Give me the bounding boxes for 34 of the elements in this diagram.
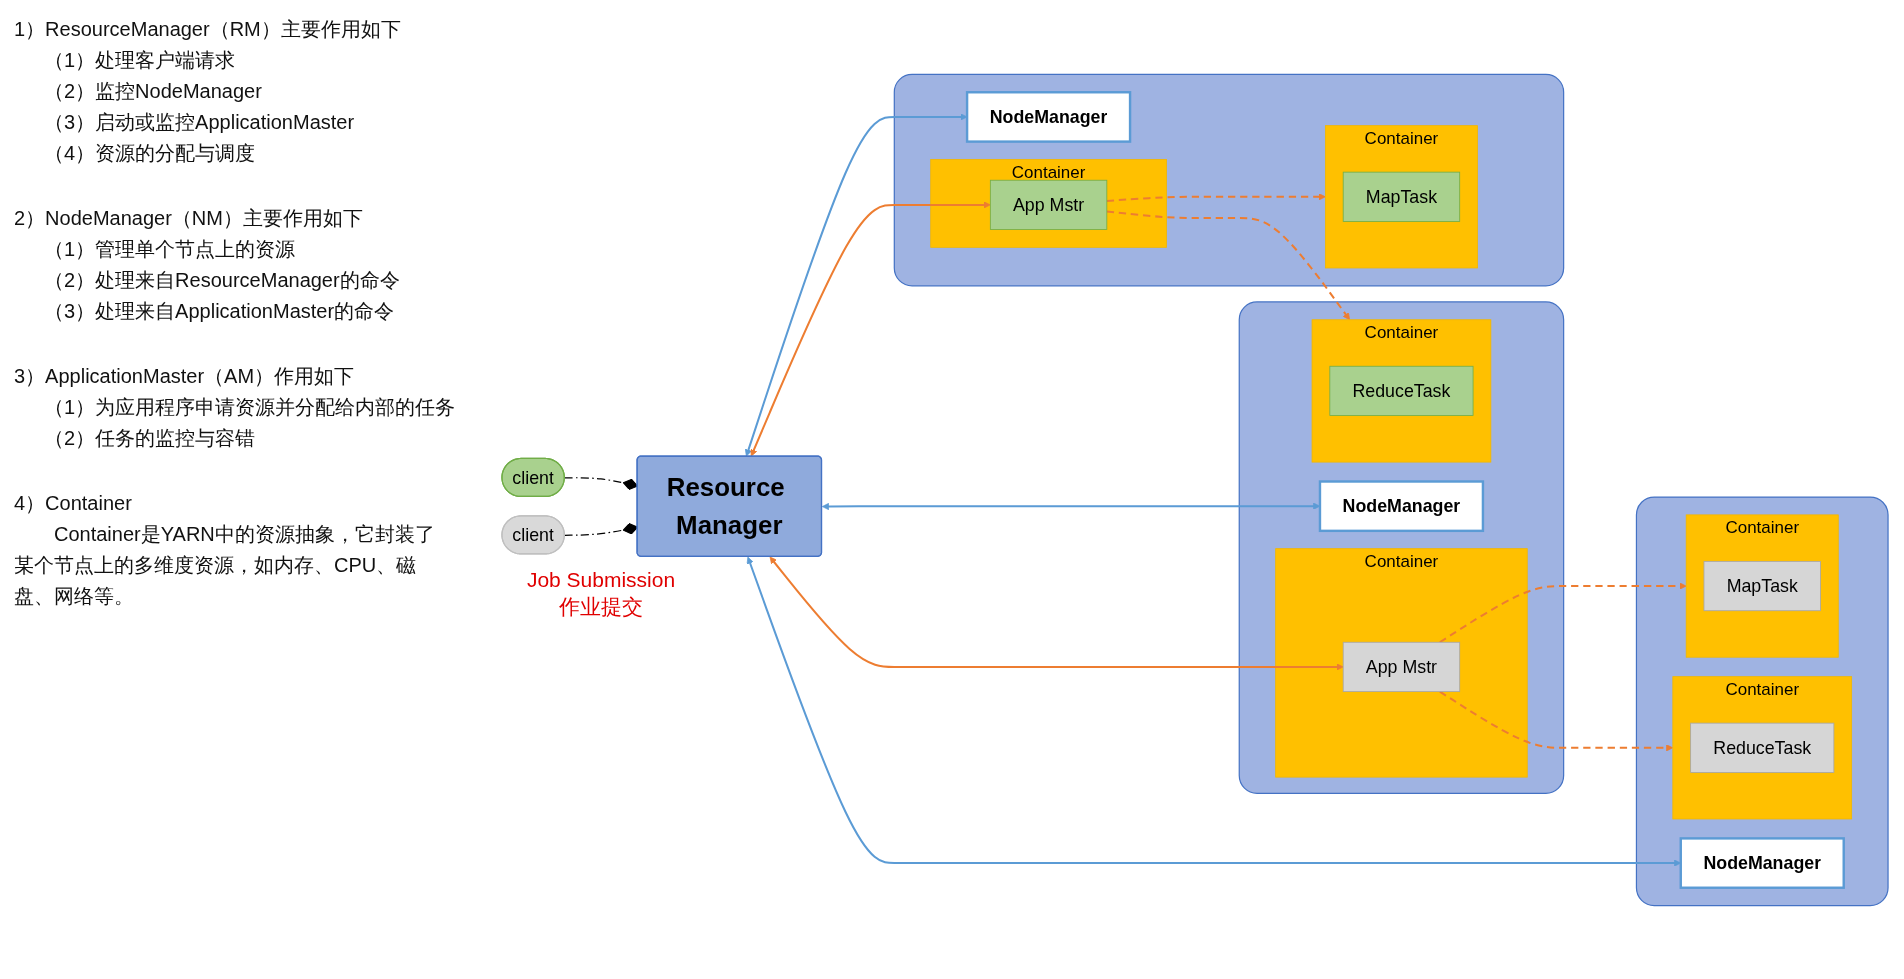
node-box: App Mstr (1342, 641, 1461, 692)
node-box: ReduceTask (1329, 365, 1474, 416)
arrow (769, 556, 1344, 670)
paragraph: Container是YARN中的资源抽象，它封装了某个节点上的多维度资源，如内存、CPU、磁盘、网络等。 (14, 522, 436, 609)
cluster (1635, 495, 1889, 906)
node-box: NodeManager (965, 90, 1132, 143)
cluster (1238, 300, 1565, 794)
cluster (893, 73, 1565, 286)
annotation-text: Job Submission 作业提交 (525, 567, 677, 621)
node-box: MapTask (1342, 171, 1461, 222)
node-box: NodeManager (1318, 479, 1485, 532)
arrow (1106, 209, 1350, 320)
list-item: （2）监控NodeManager (44, 79, 262, 104)
list-item: （2）任务的监控与容错 (44, 426, 256, 451)
node-box: NodeManager (1679, 836, 1845, 889)
list-item: （3）启动或监控ApplicationMaster (44, 110, 355, 135)
node-box: ReduceTask (1690, 722, 1835, 773)
arrow (1106, 192, 1326, 202)
arrow (750, 200, 991, 456)
arrow (1439, 582, 1687, 643)
list-item: （1）处理客户端请求 (44, 48, 236, 73)
list-item: （2）处理来自ResourceManager的命令 (44, 268, 400, 293)
node-box: MapTask (1703, 560, 1821, 611)
section-heading: 2）NodeManager（NM）主要作用如下 (14, 206, 363, 231)
list-item: （4）资源的分配与调度 (44, 141, 256, 166)
node-box: App Mstr (989, 179, 1108, 230)
section-heading: 3）ApplicationMaster（AM）作用如下 (14, 364, 355, 389)
list-item: （3）处理来自ApplicationMaster的命令 (44, 299, 395, 324)
arrow (1439, 690, 1674, 751)
section-heading: 4）Container (14, 491, 132, 516)
section-heading: 1）ResourceManager（RM）主要作用如下 (14, 17, 401, 42)
arrow (745, 112, 968, 456)
list-item: （1）管理单个节点上的资源 (44, 237, 296, 262)
list-item: （1）为应用程序申请资源并分配给内部的任务 (44, 395, 456, 420)
